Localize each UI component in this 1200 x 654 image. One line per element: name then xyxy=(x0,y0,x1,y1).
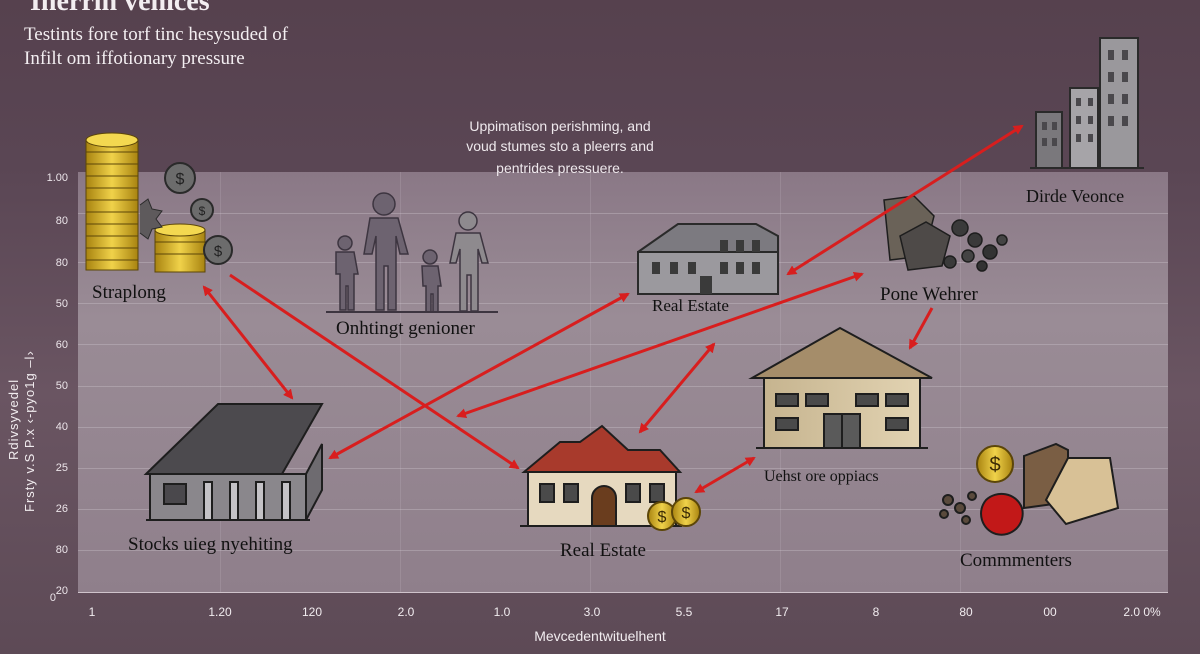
y-tick: 50 xyxy=(55,380,68,392)
subtitle-line-1: Testints fore torf tinc hesysuded of xyxy=(24,24,289,45)
commodity-icon: $ xyxy=(939,442,1120,536)
arrow-straplong-to-stocks xyxy=(202,285,294,400)
y-tick: 80 xyxy=(55,215,68,227)
y-tick: 50 xyxy=(55,298,68,310)
y-tick: 1.00 xyxy=(46,172,68,184)
note-line-2: voud stumes sto a pleerrs and xyxy=(466,138,654,154)
label-demographics: Onhtingt genioner xyxy=(336,318,475,339)
grid-line xyxy=(960,172,961,592)
svg-text:$: $ xyxy=(214,243,223,260)
y-tick: 0 xyxy=(49,592,56,604)
skyscraper-icon xyxy=(1030,37,1144,169)
x-axis-label: Mevcedentwituelhent xyxy=(534,628,666,644)
large-house-icon xyxy=(748,326,933,449)
arrow-pone-to-house xyxy=(908,307,934,350)
label-commodities: Commmenters xyxy=(960,550,1072,571)
grid-line xyxy=(78,213,1168,214)
svg-text:$: $ xyxy=(989,454,1000,476)
x-tick: 8 xyxy=(872,605,880,619)
arrow-real-estate-up xyxy=(638,342,716,434)
grid-line xyxy=(78,550,1168,551)
svg-text:$: $ xyxy=(199,204,206,218)
label-stocks: Stocks uieg nyehiting xyxy=(128,534,293,555)
label-straplong: Straplong xyxy=(92,282,166,303)
warehouse-icon xyxy=(637,223,779,295)
bank-icon xyxy=(143,403,324,521)
arrow-house-link xyxy=(694,456,756,494)
page-title: Inerrin venices xyxy=(30,0,210,17)
arrow-group xyxy=(202,124,1024,494)
x-tick: 120 xyxy=(301,605,323,619)
y-tick: 80 xyxy=(55,544,68,556)
label-direct-venice: Dirde Veonce xyxy=(1026,186,1125,206)
y-tick: 25 xyxy=(55,462,68,474)
x-tick: 80 xyxy=(959,605,973,619)
svg-text:$: $ xyxy=(682,505,691,522)
y-tick: 60 xyxy=(55,339,68,351)
svg-text:$: $ xyxy=(176,171,185,188)
grid-line xyxy=(78,262,1168,263)
x-tick: 2.0 0% xyxy=(1123,605,1161,619)
x-tick: 00 xyxy=(1043,605,1057,619)
x-tick: 17 xyxy=(775,605,789,619)
subtitle-line-2: Infilt om iffotionary pressure xyxy=(24,48,245,69)
label-real-estate-top: Real Estate xyxy=(652,296,729,315)
x-tick: 5.5 xyxy=(675,605,693,619)
dollar-coin-icon: $ $ xyxy=(647,497,701,531)
x-tick: 3.0 xyxy=(583,605,601,619)
label-pone-weather: Pone Wehrer xyxy=(880,284,978,305)
y-tick: 20 xyxy=(55,585,68,597)
x-tick: 1.0 xyxy=(493,605,511,619)
note-line-3: pentrides pressuere. xyxy=(496,160,624,176)
label-uehst: Uehst ore oppiacs xyxy=(764,468,879,485)
svg-text:$: $ xyxy=(658,509,667,526)
x-tick: 1.20 xyxy=(208,605,232,619)
y-tick: 40 xyxy=(55,421,68,433)
x-tick: 2.0 xyxy=(397,605,415,619)
label-real-estate-bottom: Real Estate xyxy=(560,540,646,561)
coin-stack-icon: $ $ $ xyxy=(85,132,233,273)
note-line-1: Uppimatison perishming, and xyxy=(469,118,651,134)
family-icon xyxy=(326,192,498,313)
arrow-to-skyscrapers xyxy=(786,124,1024,276)
x-tick: 1 xyxy=(88,605,96,619)
y-tick: 80 xyxy=(55,257,68,269)
y-tick: 26 xyxy=(55,503,68,515)
ore-pile-icon xyxy=(883,195,1008,272)
